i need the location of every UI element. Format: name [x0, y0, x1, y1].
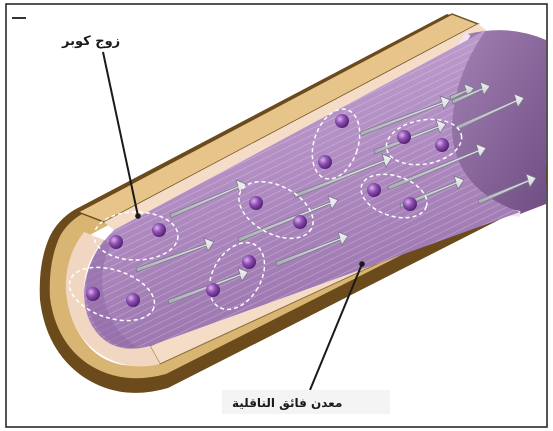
electron [242, 255, 256, 269]
electron [397, 130, 411, 144]
cooper-pair-label: زوج كوبر [62, 34, 120, 49]
electron [367, 183, 381, 197]
electron [318, 155, 332, 169]
superconductor-leader-dot [359, 261, 365, 267]
electron [335, 114, 349, 128]
cooper-pair-leader-dot [135, 213, 141, 219]
electron [293, 215, 307, 229]
electron [109, 235, 123, 249]
electron [126, 293, 140, 307]
electron [86, 287, 100, 301]
electron [152, 223, 166, 237]
electron [403, 197, 417, 211]
electron [435, 138, 449, 152]
superconductor-label: معدن فائق الناقلية [232, 396, 342, 410]
electron [206, 283, 220, 297]
electron [249, 196, 263, 210]
